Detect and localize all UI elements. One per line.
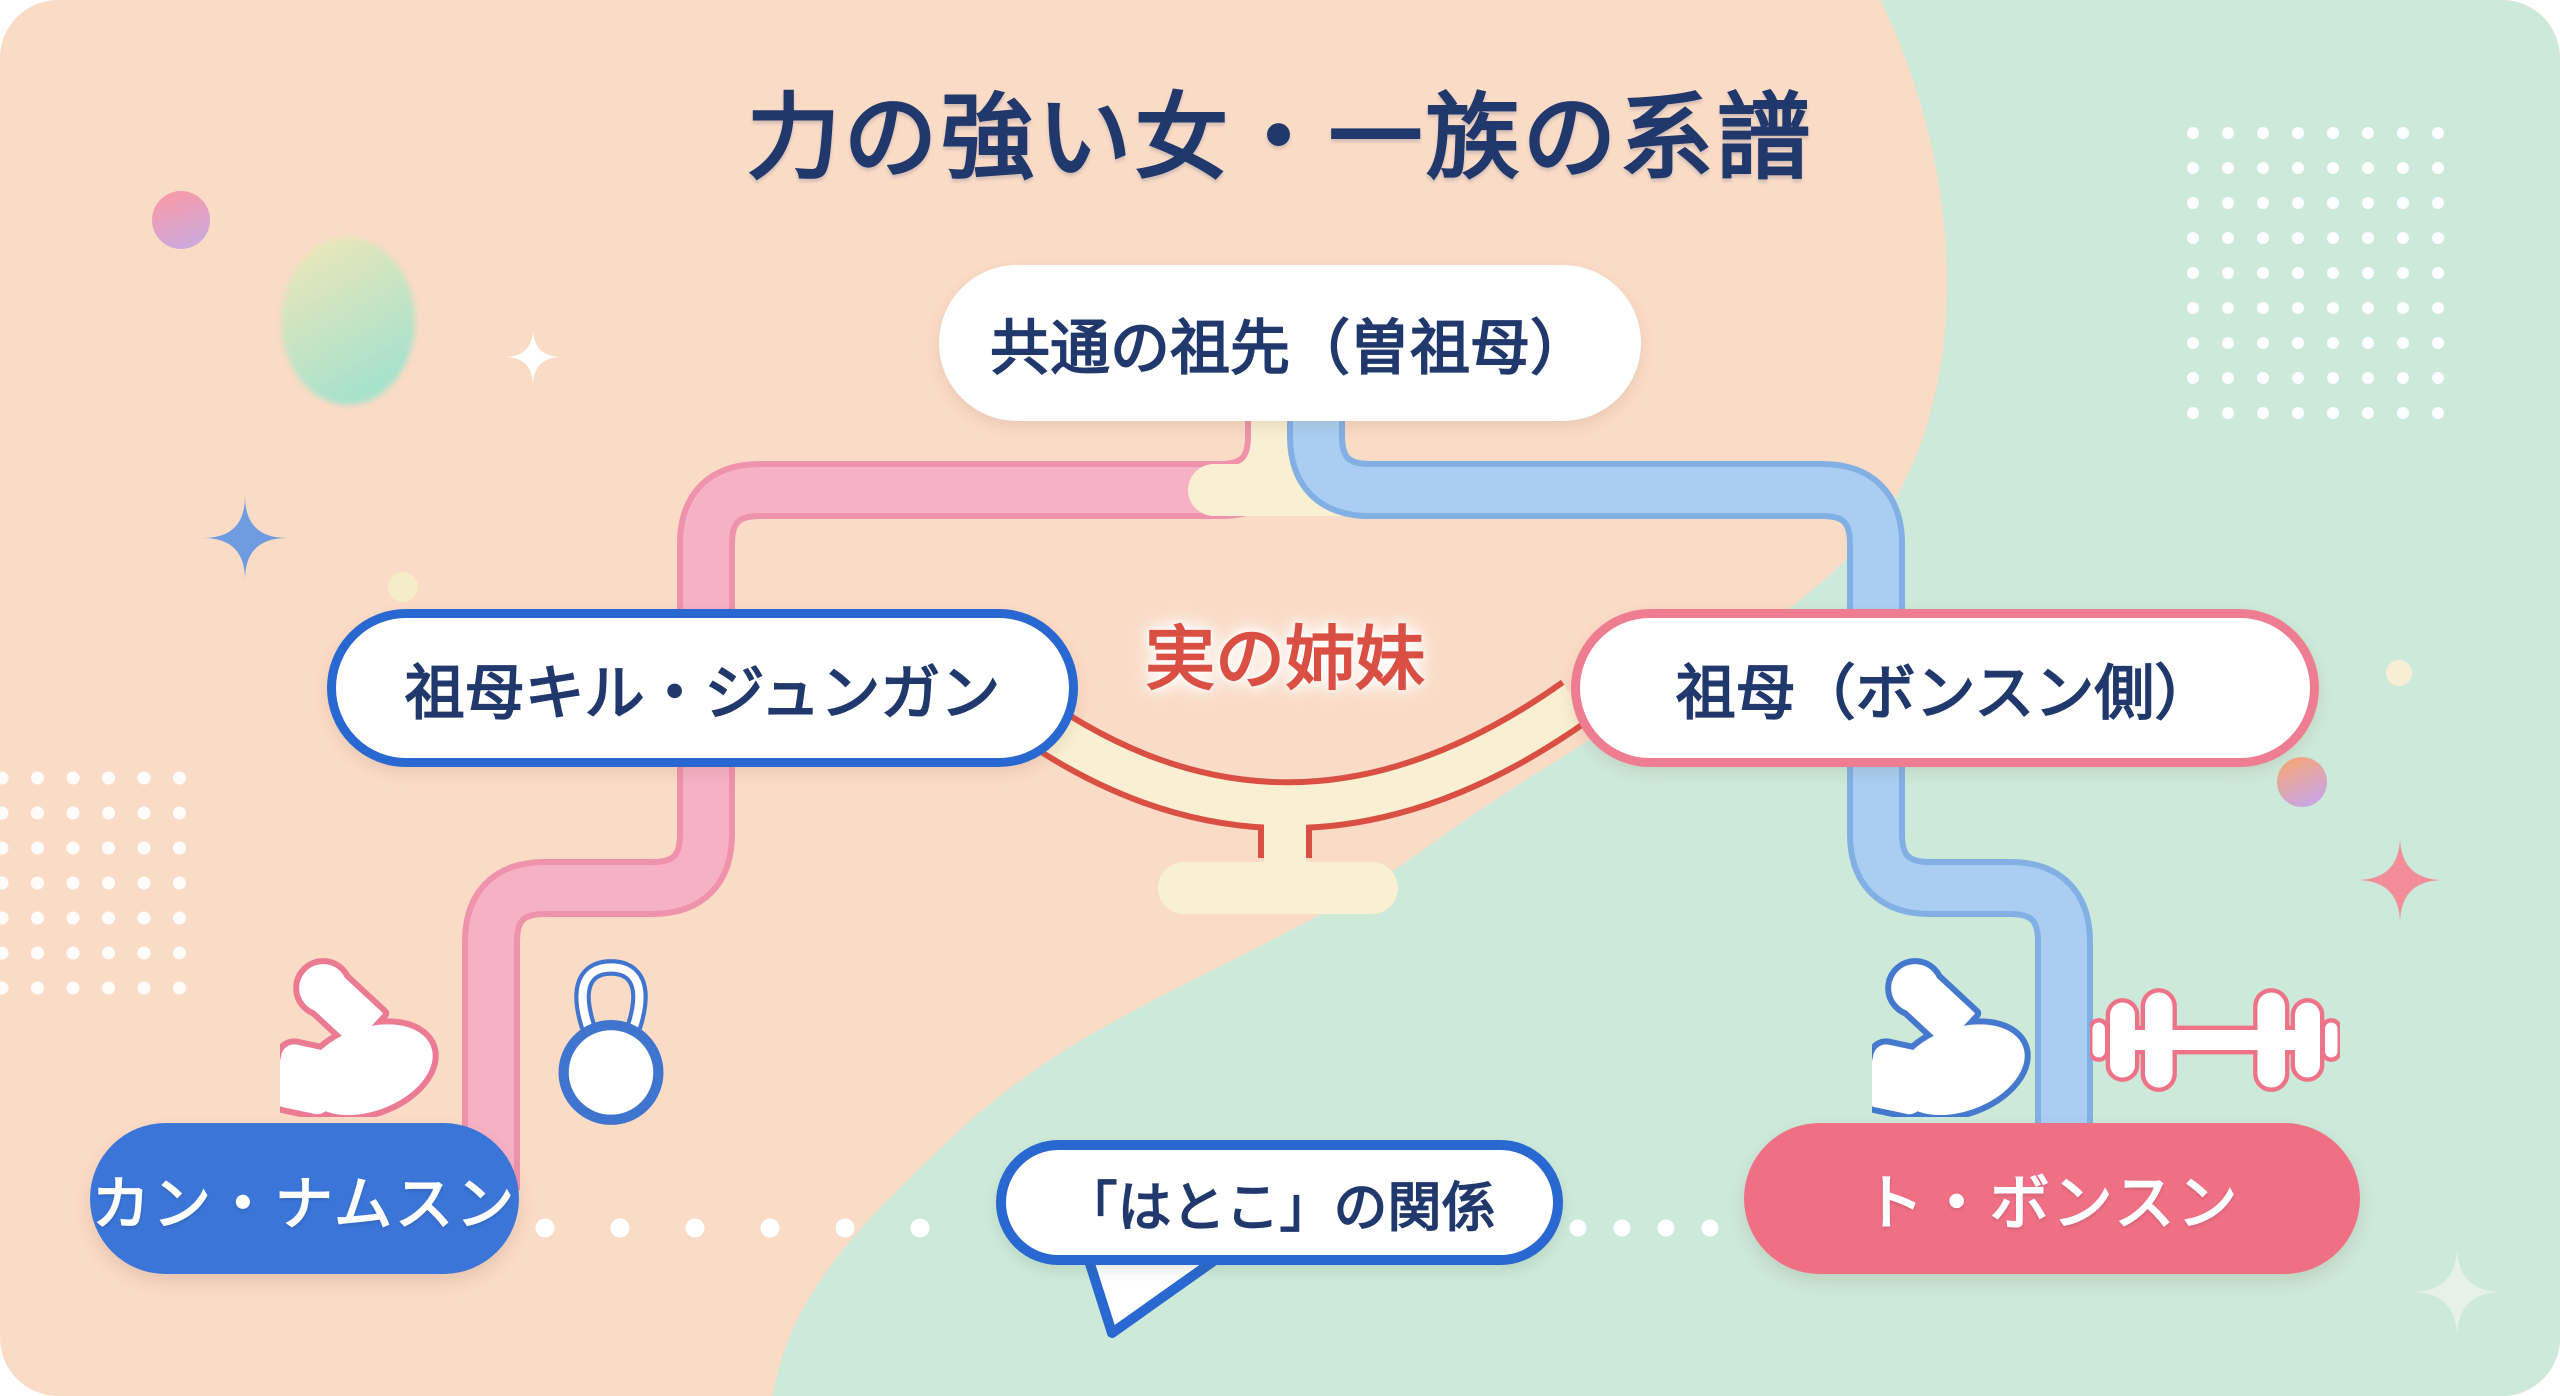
second-cousin-speech-bubble: 「はとこ」の関係 [996,1140,1563,1265]
sparkle-icon [203,496,287,580]
sisters-bond-arc [1000,684,1588,826]
node-label: 祖母キル・ジュンガン [404,659,1001,727]
dots-pattern-icon [0,771,186,995]
node-label: 共通の祖先（曽祖母） [990,314,1590,382]
node-label: 祖母（ボンスン側） [1675,659,2215,727]
dots-pattern-icon [2187,127,2444,419]
bubble-label: 「はとこ」の関係 [1063,1178,1496,1238]
node-common-ancestor: 共通の祖先（曽祖母） [939,265,1641,421]
sparkle-icon [2411,1246,2503,1338]
kettlebell-icon [558,959,664,1125]
gradient-blob-decoration [281,237,415,405]
dotted-relation-line [535,1218,1719,1238]
page-title: 力の強い女・一族の系譜 [746,85,1814,190]
node-label: カン・ナムスン [91,1171,518,1237]
node-grandmother-namsoon-side: 祖母キル・ジュンガン [327,609,1078,767]
blue-lineage-line [1293,402,1430,513]
node-do-bongsoon: ト・ボンスン [1744,1123,2360,1274]
node-label: ト・ボンスン [1863,1170,2241,1237]
cream-dot-decoration [388,572,418,602]
sisters-relation-label: 実の姉妹 [1145,619,1425,698]
gradient-circle-decoration [2277,757,2327,807]
flexed-bicep-icon [280,958,439,1117]
dumbbell-icon [2090,988,2340,1092]
sparkle-icon [504,328,562,386]
cream-band-center [1205,404,1297,513]
gradient-circle-decoration [152,191,210,249]
cream-dot-decoration [2386,660,2412,686]
node-kang-namsoon: カン・ナムスン [90,1123,519,1274]
node-grandmother-bongsoon-side: 祖母（ボンスン側） [1571,609,2319,767]
flexed-bicep-icon [1872,958,2031,1117]
sparkle-icon [2356,836,2444,924]
